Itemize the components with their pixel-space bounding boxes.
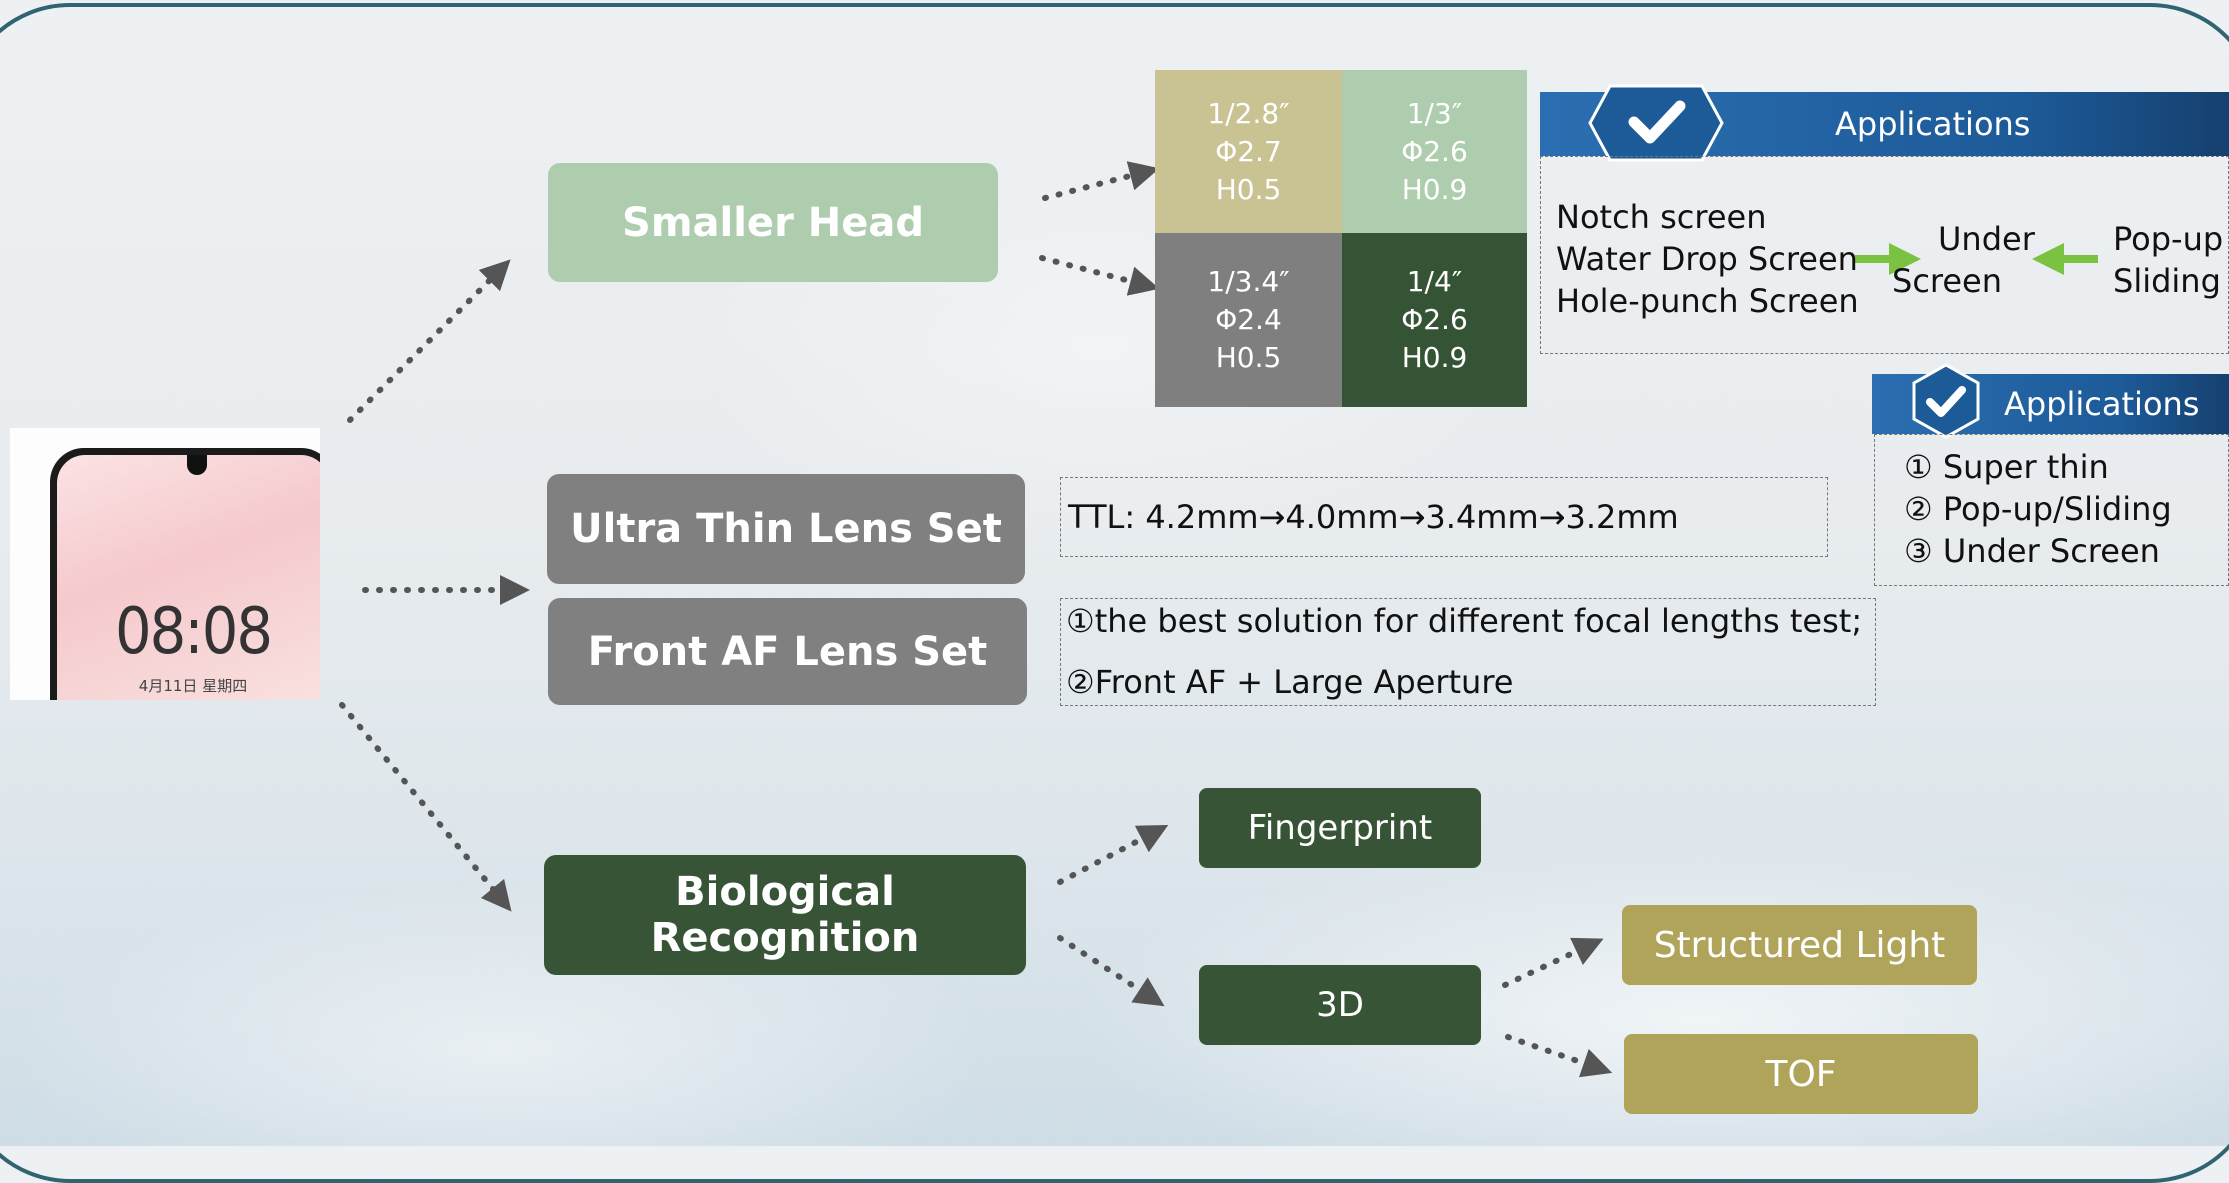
node-tof: TOF: [1624, 1034, 1978, 1114]
check-icon: [1912, 363, 1980, 439]
sensor-diameter: Φ2.7: [1215, 134, 1282, 168]
sensor-height: H0.5: [1215, 341, 1282, 374]
ttl-box: [1060, 477, 1828, 557]
applications-side-title: Applications: [2004, 385, 2200, 423]
ttl-text: TTL: 4.2mm→4.0mm→3.4mm→3.2mm: [1068, 498, 1679, 536]
app-item-water-drop: Water Drop Screen: [1556, 240, 1858, 278]
app-sliding: Sliding: [2113, 262, 2221, 300]
sensor-diameter: Φ2.6: [1401, 303, 1468, 336]
side-item-3: ③ Under Screen: [1904, 532, 2160, 570]
sensor-cell-4: 1/4″ Φ2.6 H0.9: [1342, 233, 1527, 407]
node-biological-recognition: Biological Recognition: [544, 855, 1026, 975]
sensor-size: 1/4″: [1406, 265, 1463, 298]
af-line-2: ②Front AF + Large Aperture: [1066, 663, 1514, 701]
app-under-screen-1: Under: [1938, 220, 2035, 258]
node-3d: 3D: [1199, 965, 1481, 1045]
sensor-size: 1/2.8″: [1207, 96, 1290, 130]
app-under-screen-2: Screen: [1892, 262, 2003, 300]
arrow-bio-to-3d: [1057, 935, 1165, 1007]
phone-time: 08:08: [115, 595, 273, 669]
arrow-phone-to-smaller-head: [347, 259, 511, 423]
sensor-height: H0.9: [1401, 341, 1468, 374]
arrow-head-to-top-row: [1042, 161, 1160, 201]
side-item-1: ① Super thin: [1904, 448, 2109, 486]
node-ultra-thin-lens-set: Ultra Thin Lens Set: [547, 474, 1025, 584]
app-popup: Pop-up: [2113, 220, 2224, 258]
phone-date: 4月11日 星期四: [138, 677, 248, 695]
af-box: [1060, 598, 1876, 706]
sensor-height: H0.9: [1401, 172, 1468, 206]
side-item-2: ② Pop-up/Sliding: [1904, 490, 2172, 528]
sensor-size: 1/3″: [1406, 96, 1463, 130]
node-structured-light: Structured Light: [1622, 905, 1977, 985]
arrow-bio-to-fingerprint: [1057, 825, 1169, 885]
sensor-height: H0.5: [1215, 172, 1282, 206]
applications-top-title: Applications: [1835, 105, 2031, 143]
sensor-cell-2: 1/3″ Φ2.6 H0.9: [1342, 70, 1527, 233]
sensor-diameter: Φ2.4: [1215, 303, 1282, 336]
node-fingerprint: Fingerprint: [1199, 788, 1481, 868]
arrow-layer: [339, 161, 2098, 1078]
phone-screen: 08:08 4月11日 星期四: [57, 455, 320, 700]
arrow-phone-to-bio: [339, 702, 512, 912]
app-item-hole-punch: Hole-punch Screen: [1556, 282, 1859, 320]
sensor-size: 1/3.4″: [1207, 265, 1290, 298]
node-smaller-head: Smaller Head: [548, 163, 998, 282]
check-icon: [1588, 84, 1724, 162]
arrow-3d-to-tof: [1505, 1034, 1613, 1078]
phone-image: 08:08 4月11日 星期四: [10, 428, 320, 700]
node-front-af-lens-set: Front AF Lens Set: [548, 598, 1027, 705]
af-line-1: ①the best solution for different focal l…: [1066, 602, 1863, 640]
sensor-cell-3: 1/3.4″ Φ2.4 H0.5: [1155, 233, 1342, 407]
arrow-head-to-bottom-row: [1039, 255, 1160, 296]
app-item-notch: Notch screen: [1556, 198, 1767, 236]
sensor-diameter: Φ2.6: [1401, 134, 1468, 168]
arrow-3d-to-structured-light: [1502, 937, 1604, 988]
sensor-cell-1: 1/2.8″ Φ2.7 H0.5: [1155, 70, 1342, 233]
